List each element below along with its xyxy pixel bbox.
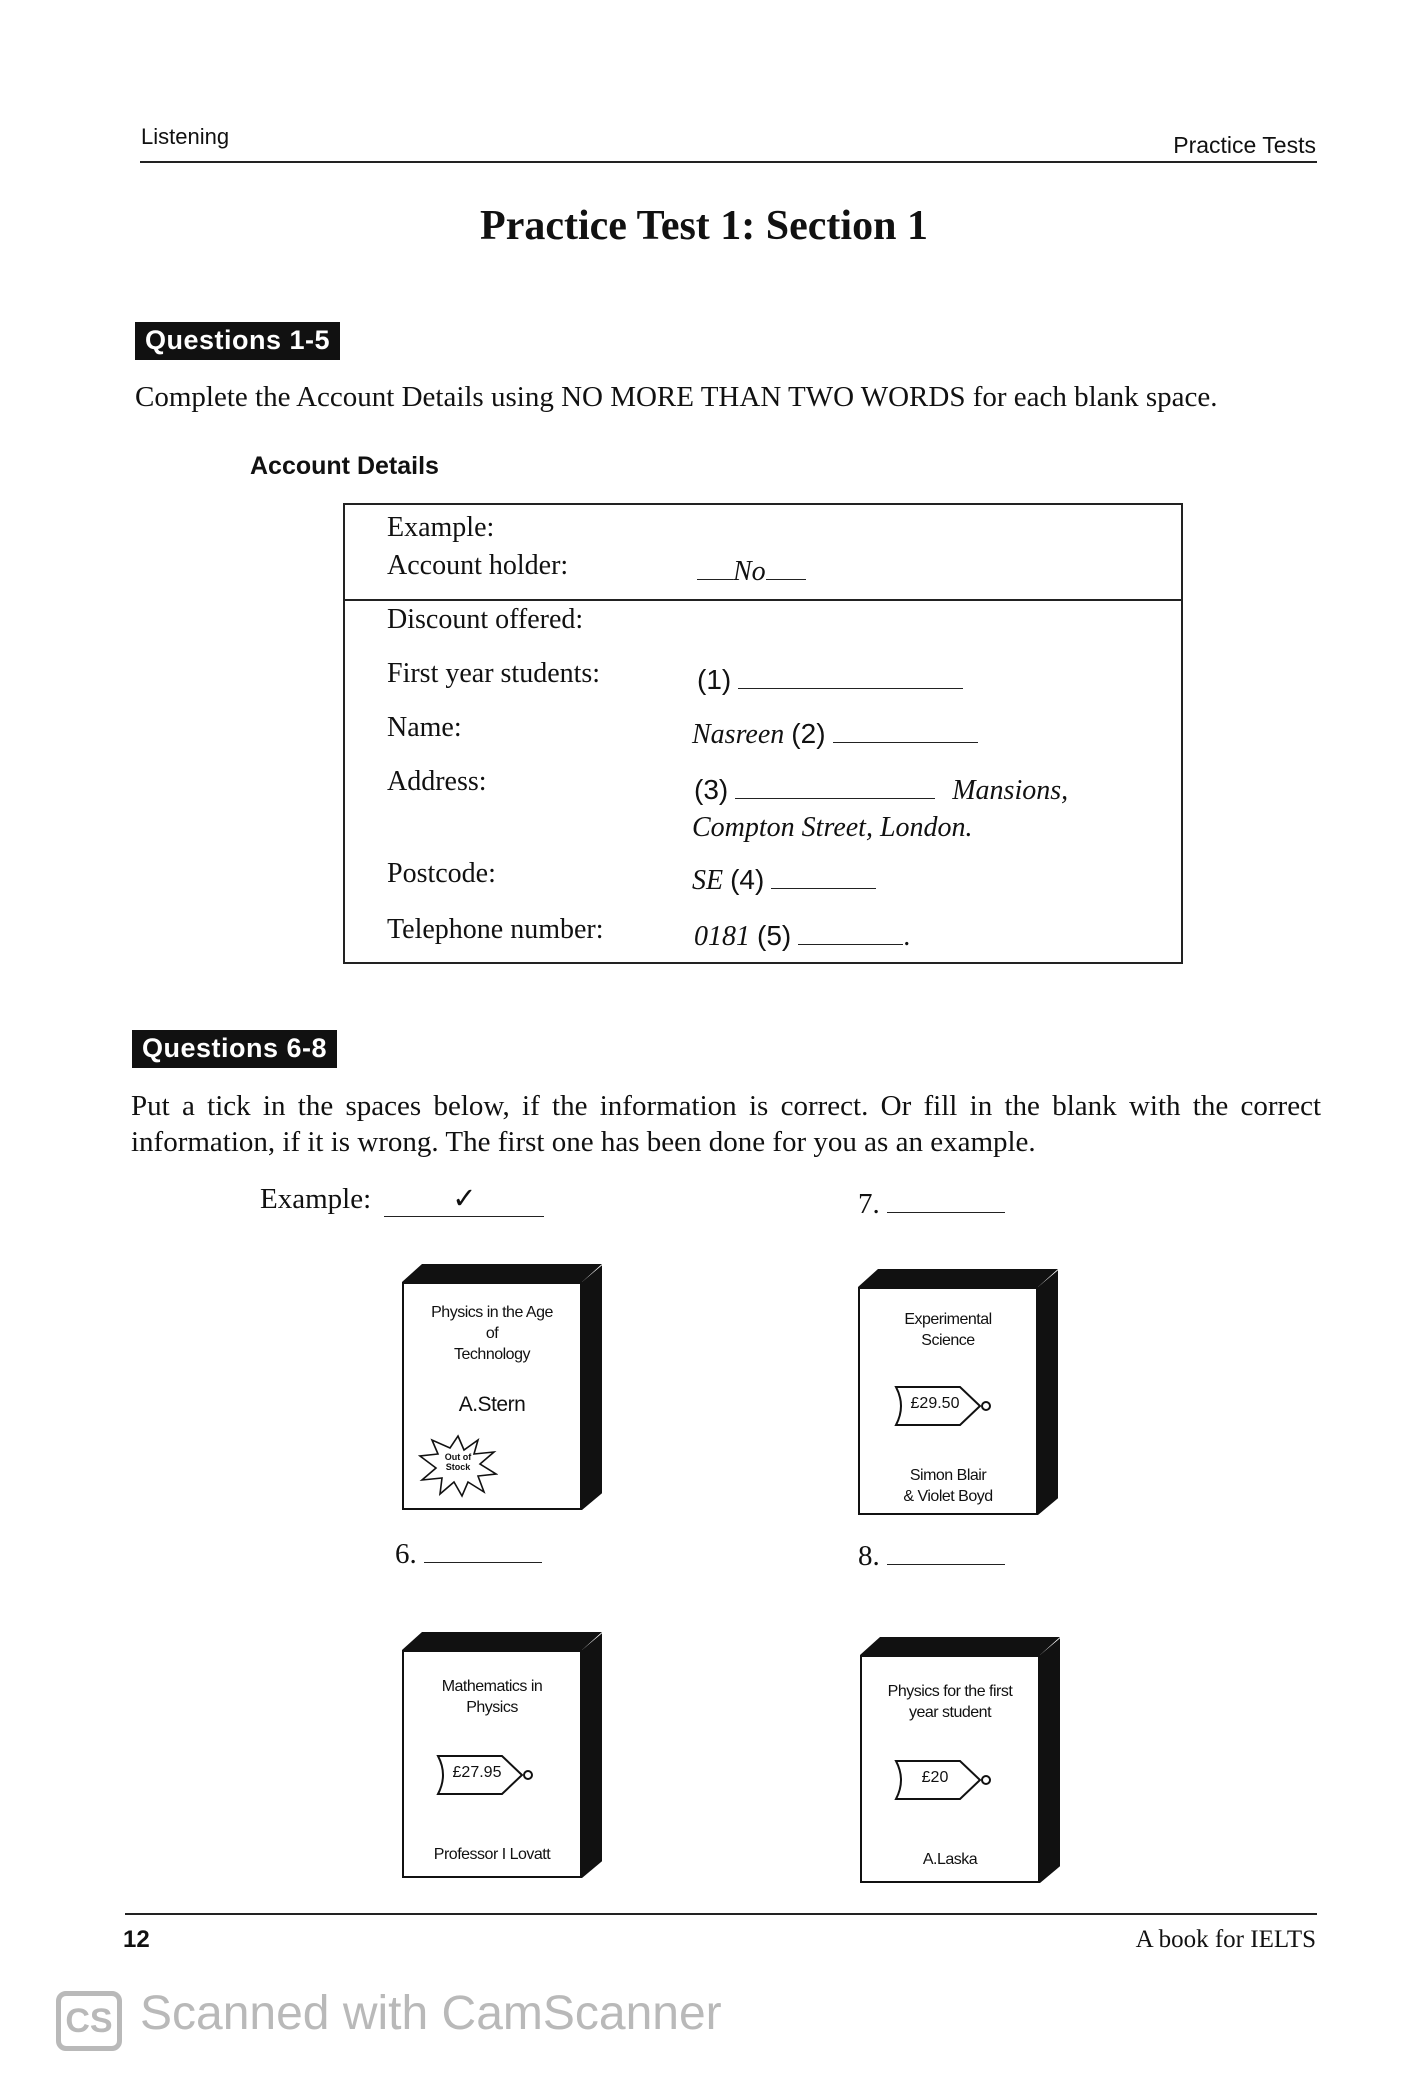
answer-4-field[interactable]: SE (4) [692, 864, 877, 897]
footer-book-title: A book for IELTS [1135, 1926, 1316, 1953]
telephone-label: Telephone number: [387, 914, 604, 945]
answer-5-field[interactable]: 0181 (5) . [694, 920, 911, 952]
answer-8-field[interactable]: 8. [858, 1540, 1005, 1573]
section2-instruction: Put a tick in the spaces below, if the i… [131, 1090, 1321, 1158]
price-tag-icon: £29.50 [892, 1383, 1002, 1429]
section1-instruction: Complete the Account Details using NO MO… [135, 381, 1218, 413]
answer-7-field[interactable]: 7. [858, 1188, 1005, 1221]
book-author: A.Laska [922, 1851, 978, 1868]
postcode-label: Postcode: [387, 858, 496, 889]
header-divider [140, 161, 1317, 163]
page-title: Practice Test 1: Section 1 [480, 203, 928, 249]
answer-6-field[interactable]: 6. [395, 1538, 542, 1571]
discount-offered-label: Discount offered: [387, 604, 584, 635]
book-physics-first-year-student: Physics for the first year student £20 A… [860, 1637, 1060, 1883]
book-title: Physics in the Age of Technology [431, 1304, 553, 1363]
book-physics-age-technology: Physics in the Age of Technology A.Stern… [402, 1264, 602, 1510]
address-label: Address: [387, 766, 487, 797]
footer-divider [125, 1913, 1317, 1915]
example-label: Example: [387, 512, 495, 543]
answer-3-field[interactable]: (3) Mansions, [694, 774, 1069, 806]
questions-1-5-label: Questions 1-5 [135, 322, 341, 360]
address-line-2: Compton Street, London. [692, 812, 973, 843]
book-experimental-science: Experimental Science £29.50 Simon Blair … [858, 1269, 1058, 1515]
price-tag-icon: £20 [892, 1757, 1002, 1803]
scanner-watermark: Scanned with CamScanner [140, 1987, 722, 2040]
book-author: Simon Blair & Violet Boyd [903, 1467, 993, 1505]
name-label: Name: [387, 712, 462, 743]
account-details-table [343, 503, 1183, 964]
book-author: A.Stern [458, 1393, 526, 1416]
header-section-name: Listening [141, 124, 230, 149]
table-divider [343, 599, 1181, 601]
questions-6-8-label: Questions 6-8 [132, 1030, 338, 1068]
header-book-section: Practice Tests [1173, 132, 1316, 158]
account-holder-answer: No [697, 556, 806, 588]
first-year-students-label: First year students: [387, 658, 601, 689]
book-title: Physics for the first year student [887, 1683, 1013, 1721]
answer-2-field[interactable]: Nasreen (2) [692, 718, 978, 751]
price-tag-icon: £27.95 [434, 1752, 544, 1798]
account-details-heading: Account Details [250, 452, 439, 480]
out-of-stock-starburst-icon: Out of Stock [417, 1434, 499, 1498]
book-title: Mathematics in Physics [441, 1678, 543, 1716]
answer-1-field[interactable]: (1) [697, 664, 964, 697]
example-answer: Example: ✓ [260, 1181, 545, 1217]
book-author: Professor I Lovatt [433, 1846, 551, 1863]
account-holder-label: Account holder: [387, 550, 569, 581]
book-title: Experimental Science [904, 1311, 992, 1349]
tick-mark: ✓ [384, 1181, 545, 1217]
page-number: 12 [123, 1926, 150, 1953]
book-mathematics-in-physics: Mathematics in Physics £27.95 Professor … [402, 1632, 602, 1878]
camscanner-logo-icon: CS [56, 1991, 122, 2051]
